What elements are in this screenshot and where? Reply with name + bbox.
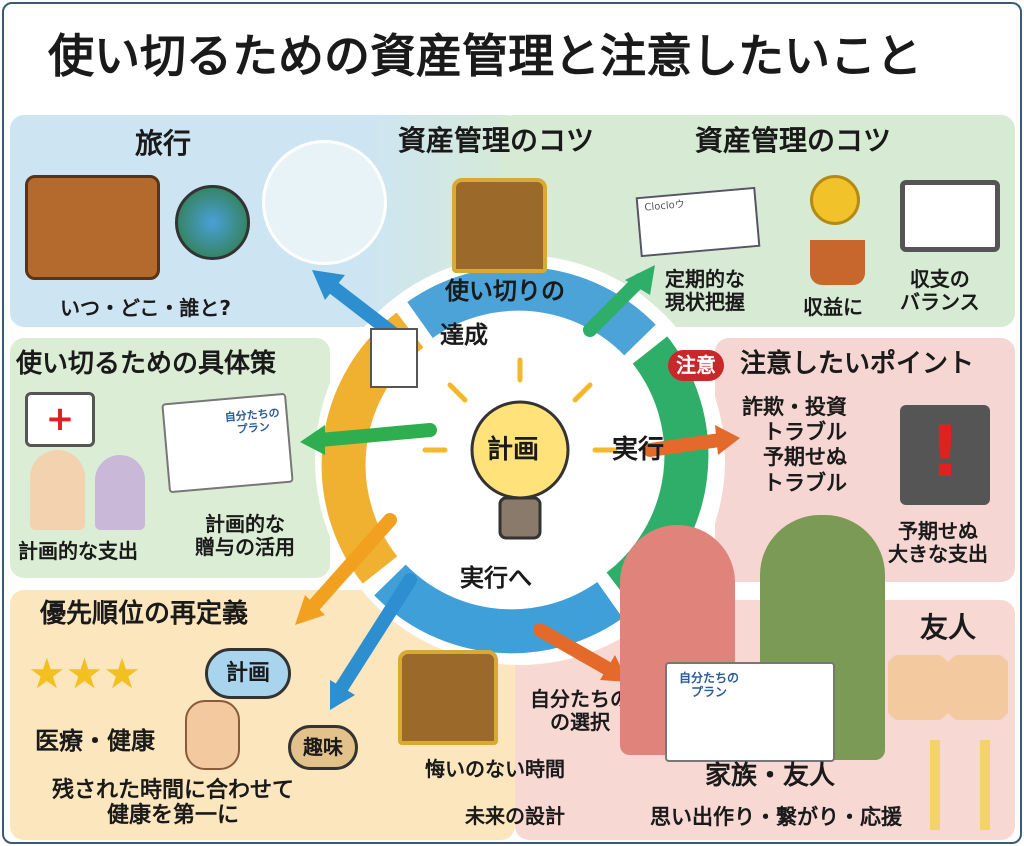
dashboard-tablet-icon: [900, 180, 1000, 252]
globe-icon: [175, 185, 250, 260]
caution-heading: 注意したいポイント: [740, 349, 975, 379]
measure-planned-spending: 計画的な支出: [18, 539, 138, 563]
doctor-illustration: [30, 450, 85, 530]
safe-warning-icon: !: [900, 405, 990, 505]
our-choice-label: 自分たちの の選択: [530, 687, 630, 734]
measures-heading: 使い切るための具体策: [16, 349, 277, 379]
treasure-chest-open-icon: [398, 650, 498, 745]
checkbook-pen-icon: Clocloウ: [635, 186, 761, 258]
tips-center-heading: 資産管理のコツ: [398, 124, 595, 157]
family-book-label: 自分たちの プラン: [679, 671, 740, 699]
goal-line2: 達成: [440, 321, 488, 349]
plant-pot-icon: [810, 240, 865, 285]
priority-note: 残された時間に合わせて 健康を第一に: [52, 778, 295, 829]
arrow-blue: [407, 266, 656, 356]
travel-caption: いつ・どこ・誰と?: [60, 296, 232, 320]
travel-heading: 旅行: [135, 127, 192, 160]
document-coins-icon: [370, 328, 418, 388]
pointing-hand-icon: [185, 700, 240, 770]
check-label: Clocloウ: [644, 199, 686, 214]
measure-planned-gift: 計画的な 贈与の活用: [195, 512, 295, 559]
family-caption: 思い出作り・繋がり・応援: [650, 805, 902, 829]
family-plan-book-icon: 自分たちの プラン: [665, 662, 835, 762]
caution-caption: 予期せぬ 大きな支出: [888, 519, 988, 566]
caution-badge: 注意: [668, 350, 724, 381]
tip-balance: 収支の バランス: [900, 267, 980, 314]
page-title: 使い切るための資産管理と注意したいこと: [48, 29, 922, 83]
tip-profit: 収益に: [803, 295, 863, 319]
plan-bubble: 計画: [205, 648, 292, 700]
money-plant-icon: [810, 175, 860, 225]
hobby-bubble: 趣味: [288, 725, 358, 770]
first-aid-kit-icon: +: [25, 392, 95, 447]
friends-illustration: [888, 655, 1008, 720]
tip-regular-check: 定期的な 現状把握: [665, 267, 745, 314]
suitcase-icon: [25, 175, 160, 280]
plan-label: 計画: [487, 435, 540, 465]
friends-heading: 友人: [920, 611, 977, 644]
arrow-blue-bottom: [374, 564, 623, 654]
future-design-label: 未来の設計: [465, 804, 565, 828]
star-rating-icon: ★★★: [28, 649, 141, 698]
family-heading: 家族・友人: [705, 761, 836, 791]
goal-line1: 使い切りの: [445, 277, 565, 305]
execute-label: 実行: [612, 435, 665, 465]
book-label: 自分たちの プラン: [224, 406, 281, 436]
to-execute-label: 実行へ: [460, 564, 532, 592]
priority-heading: 優先順位の再定義: [40, 599, 249, 629]
plan-book-icon: 自分たちの プラン: [161, 392, 294, 494]
no-regret-label: 悔いのない時間: [425, 757, 565, 781]
champagne-glasses-icon: [930, 740, 990, 830]
tips-right-heading: 資産管理のコツ: [695, 124, 892, 157]
caution-list: 詐欺・投資 トラブル 予期せぬ トラブル: [742, 395, 847, 495]
treasure-chest-icon: [452, 178, 547, 273]
travel-couple-illustration: [262, 140, 387, 265]
elderly-woman-illustration: [95, 455, 145, 530]
health-label: 医療・健康: [35, 727, 155, 755]
